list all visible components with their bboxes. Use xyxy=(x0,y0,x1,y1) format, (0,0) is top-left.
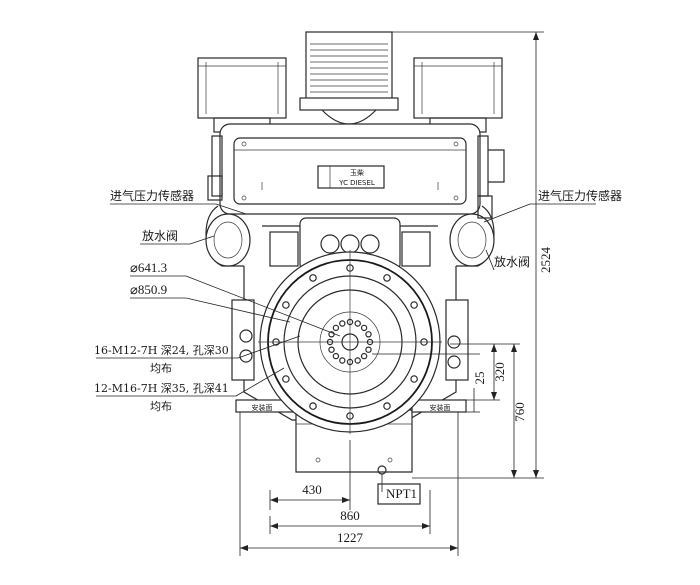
bolts-outer-hole xyxy=(410,301,418,309)
intake-pressure-sensor-left-label: 进气压力传感器 xyxy=(110,188,194,203)
bolt-spec-b-line1: 12-M16-7H 深35, 孔深41 xyxy=(94,382,229,395)
bolts-outer-hole xyxy=(282,375,290,383)
flywheel-housing xyxy=(258,250,442,434)
outer-bolt-ring xyxy=(272,264,428,420)
bolts-outer-hole xyxy=(383,402,391,410)
bolts-inner-hole xyxy=(328,331,335,338)
manifold-cover: 玉柴 YC DIESEL xyxy=(211,123,505,215)
mount-face-left-label: 安装面 xyxy=(252,403,273,412)
dim-width-1227: 1227 xyxy=(337,530,364,545)
bolts-outer-hole xyxy=(346,412,354,420)
side-pipes xyxy=(205,175,495,267)
bolt-spec-a-line2: 均布 xyxy=(150,362,172,375)
npt-label: NPT1 xyxy=(386,486,417,501)
bolts-outer-hole xyxy=(383,274,391,282)
bolts-outer-hole xyxy=(410,375,418,383)
bolts-inner-hole xyxy=(366,338,374,346)
logo-text: 玉柴 xyxy=(350,168,364,177)
top-air-intake xyxy=(299,31,399,125)
bolts-inner-hole xyxy=(339,320,346,327)
mount-face-right-label: 安装面 xyxy=(430,403,451,412)
inner-bolt-ring xyxy=(326,318,374,366)
bolts-inner-hole xyxy=(346,358,354,366)
engine-block xyxy=(231,266,469,421)
leader-lines xyxy=(96,203,596,397)
dimension-values: 2524 760 320 25 430 860 1227 xyxy=(302,247,553,546)
bolts-outer-hole xyxy=(420,338,428,346)
drain-valve-left-label: 放水阀 xyxy=(142,228,178,243)
bolt-spec-a-line1: 16-M12-7H 深24, 孔深30 xyxy=(94,344,229,357)
bolts-outer-hole xyxy=(282,301,290,309)
left-air-filter xyxy=(197,57,287,133)
bolts-inner-hole xyxy=(360,324,368,332)
dim-height-320: 320 xyxy=(492,362,507,382)
right-air-filter xyxy=(413,57,503,133)
bolts-inner-hole xyxy=(332,352,340,360)
dimension-arrows xyxy=(240,32,539,551)
intake-pressure-sensor-right-label: 进气压力传感器 xyxy=(538,188,622,203)
bolts-inner-hole xyxy=(360,352,368,360)
bolt-spec-b-line2: 均布 xyxy=(150,400,172,413)
outer-diameter-label: ⌀850.9 xyxy=(130,282,167,297)
bolts-inner-hole xyxy=(328,346,335,353)
drain-valve-right-label: 放水阀 xyxy=(494,254,530,269)
annotations: 进气压力传感器 进气压力传感器 放水阀 放水阀 ⌀641.3 ⌀850.9 16… xyxy=(94,188,622,501)
bolts-inner-hole xyxy=(346,318,354,326)
bolts-inner-hole xyxy=(332,324,340,332)
logo-subtext: YC DIESEL xyxy=(338,179,375,187)
bolts-inner-hole xyxy=(365,331,372,338)
bolts-inner-hole xyxy=(339,357,346,364)
bolts-inner-hole xyxy=(354,357,361,364)
bolts-outer-hole xyxy=(309,274,317,282)
inner-diameter-label: ⌀641.3 xyxy=(130,260,167,275)
dim-height-total: 2524 xyxy=(538,247,553,274)
dim-width-860: 860 xyxy=(340,508,360,523)
dim-width-430: 430 xyxy=(302,482,322,497)
bolts-outer-hole xyxy=(272,338,280,346)
bolts-inner-hole xyxy=(365,346,372,353)
dim-height-25: 25 xyxy=(472,372,487,385)
bolts-inner-hole xyxy=(326,338,334,346)
bolts-outer-hole xyxy=(346,264,354,272)
dim-height-760: 760 xyxy=(512,402,527,422)
bolts-inner-hole xyxy=(354,320,361,327)
dimension-lines xyxy=(239,31,544,556)
bolts-outer-hole xyxy=(309,402,317,410)
